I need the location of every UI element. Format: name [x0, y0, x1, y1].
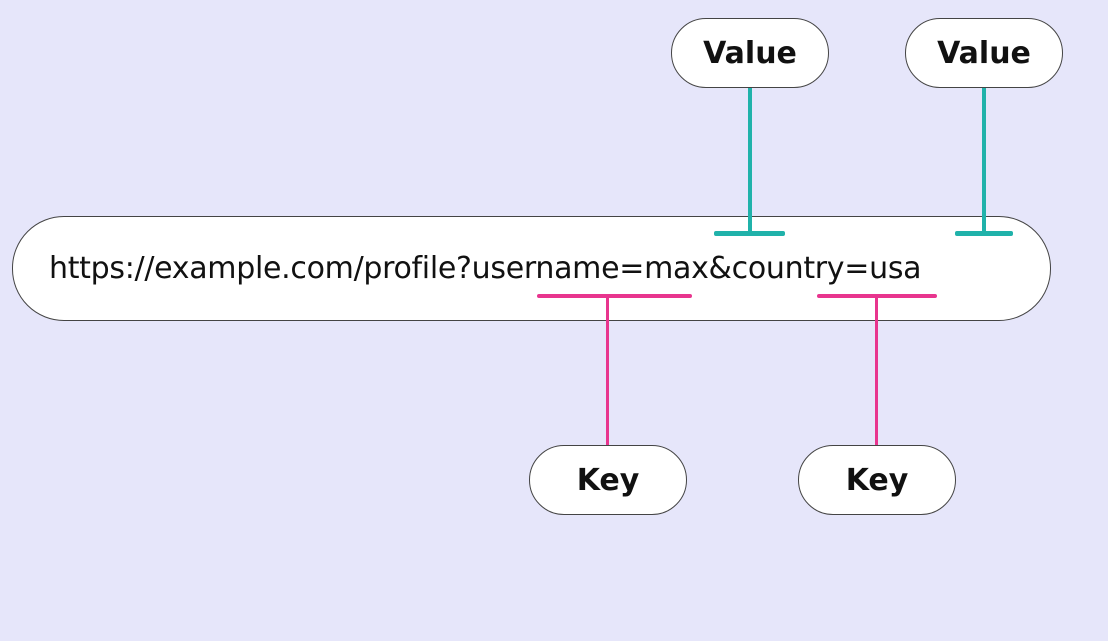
value-connector-1-bracket	[714, 231, 785, 236]
value-connector-1-stem	[748, 88, 752, 234]
key-label-2-text: Key	[845, 462, 909, 498]
value-connector-2-bracket	[955, 231, 1013, 236]
key-connector-2-stem	[875, 296, 878, 445]
url-box: https://example.com/profile?username=max…	[12, 216, 1051, 321]
key-label-2: Key	[798, 445, 956, 515]
value-connector-2-stem	[982, 88, 986, 234]
key-connector-1-bracket	[537, 294, 692, 298]
value-label-2-text: Value	[937, 35, 1031, 71]
value-label-2: Value	[905, 18, 1063, 88]
value-label-1: Value	[671, 18, 829, 88]
key-connector-1-stem	[606, 296, 609, 445]
value-label-1-text: Value	[703, 35, 797, 71]
url-text: https://example.com/profile?username=max…	[49, 251, 922, 286]
key-label-1-text: Key	[576, 462, 640, 498]
key-label-1: Key	[529, 445, 687, 515]
